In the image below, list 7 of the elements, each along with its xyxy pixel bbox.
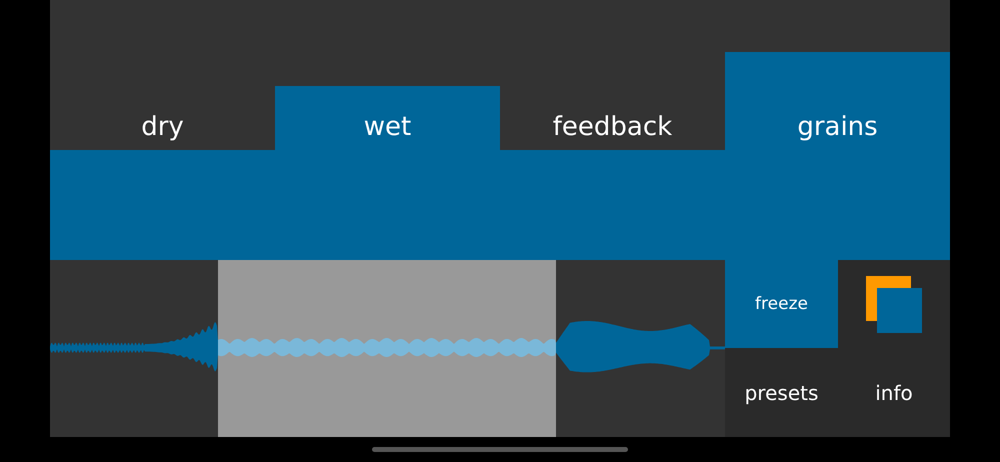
slider-label: feedback: [552, 112, 674, 142]
slider-label: wet: [362, 112, 412, 142]
button: presets: [725, 348, 838, 437]
slider-label: dry: [140, 112, 185, 142]
slider-label: grains: [796, 112, 879, 142]
button: info: [838, 348, 950, 437]
button: freeze: [725, 260, 838, 348]
